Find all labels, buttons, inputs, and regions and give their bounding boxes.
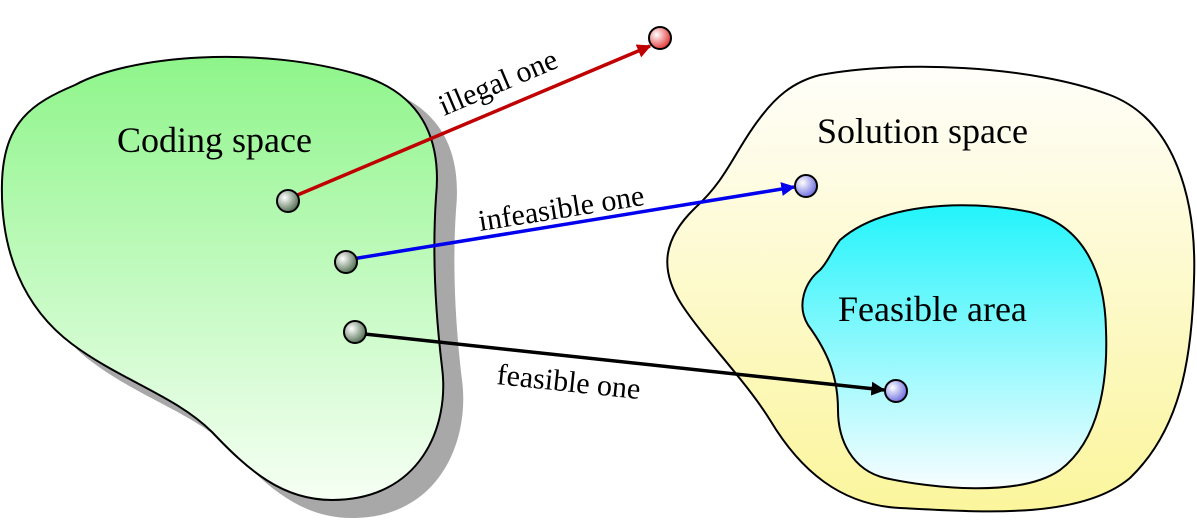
feasible-area-region xyxy=(801,204,1108,490)
coding-space-region xyxy=(0,55,445,502)
infeasible-arrow xyxy=(345,182,796,262)
feasible-point xyxy=(884,379,908,403)
feasible-label: feasible one xyxy=(495,358,642,406)
solution-space-label: Solution space xyxy=(817,111,1028,151)
coding-point-3 xyxy=(343,320,367,344)
coding-point-2 xyxy=(334,250,358,274)
coding-space-label: Coding space xyxy=(117,120,312,160)
coding-point-1 xyxy=(276,189,300,213)
feasible-area-label: Feasible area xyxy=(838,289,1027,329)
illegal-point xyxy=(648,26,672,50)
feasible-arrow xyxy=(354,331,886,396)
infeasible-point xyxy=(794,174,818,198)
illegal-arrow xyxy=(287,44,652,201)
infeasible-label: infeasible one xyxy=(476,179,647,238)
